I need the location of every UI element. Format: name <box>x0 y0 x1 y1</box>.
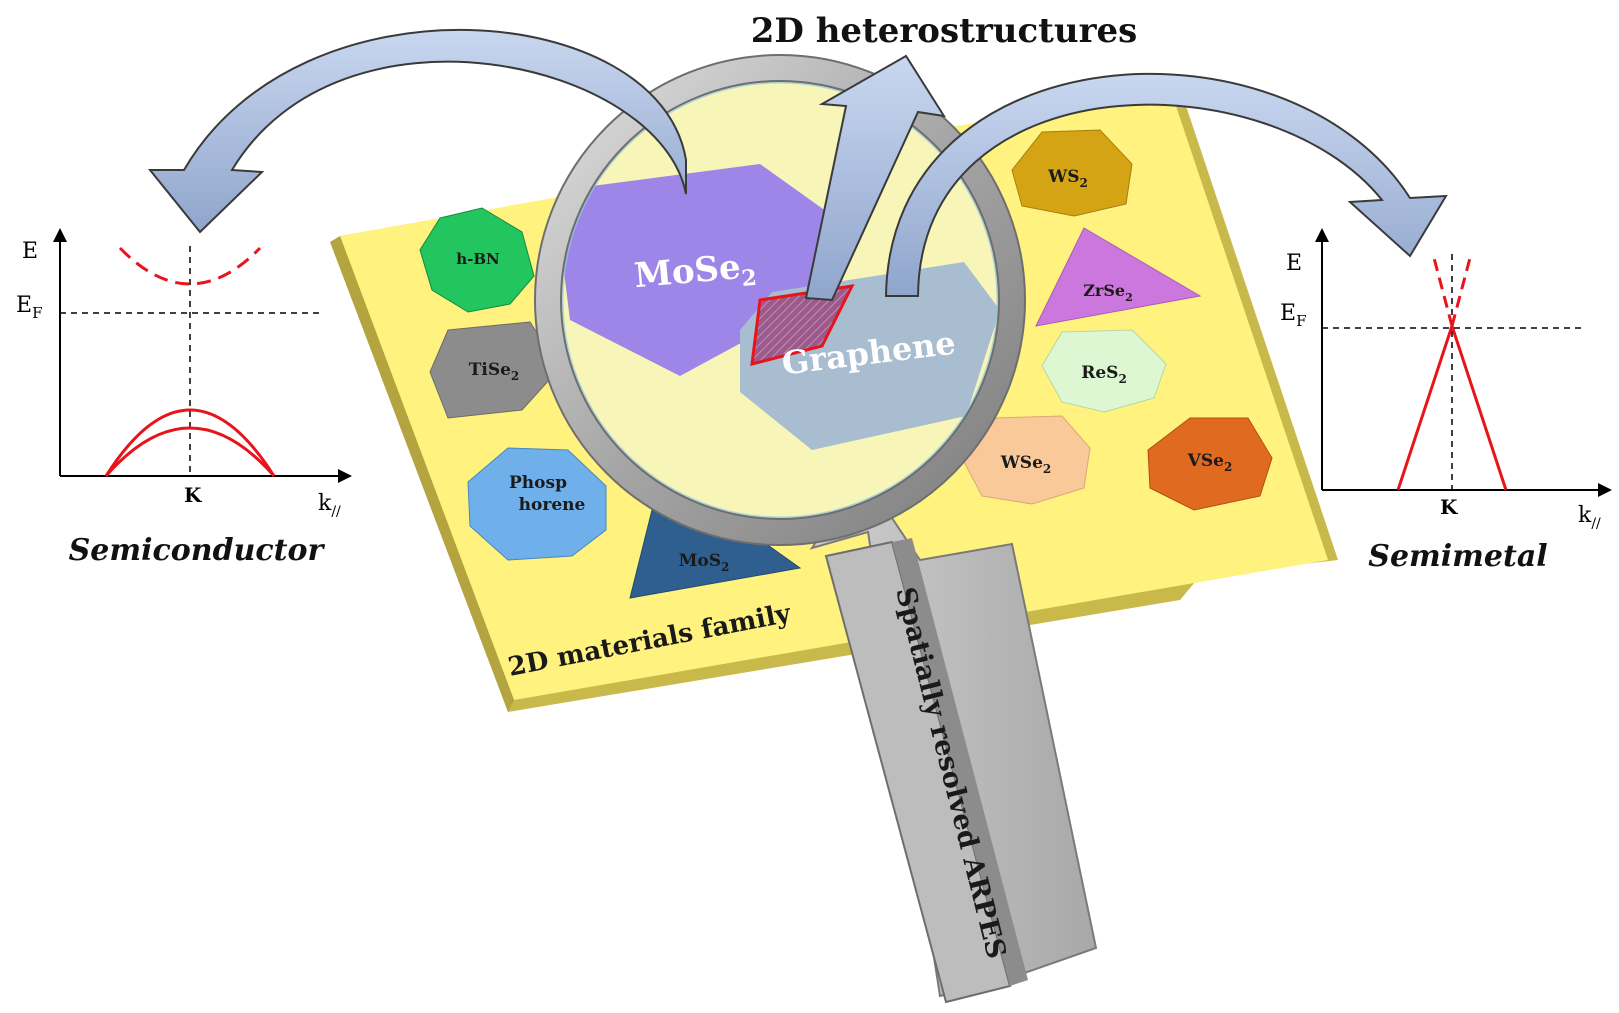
flake-vse2: VSe2 <box>1147 417 1273 511</box>
k-point-label: K <box>1440 495 1458 519</box>
fermi-label: EF <box>1280 301 1306 330</box>
dirac-cone-left <box>1396 325 1454 491</box>
y-axis-arrowhead <box>53 228 67 242</box>
label-hbn: h-BN <box>456 250 500 268</box>
magnifier-handle: Spatially resolved ARPES <box>809 498 1098 1004</box>
label-phosphorene-1: Phosp <box>509 473 567 493</box>
arrow-to-semimetal <box>884 72 1448 297</box>
dirac-cone-right-dashed <box>1450 257 1472 327</box>
x-axis-arrowhead <box>338 469 352 483</box>
y-axis-label: E <box>1286 251 1302 276</box>
caption-semiconductor: Semiconductor <box>69 533 326 568</box>
label-mose2: MoSe2 <box>633 246 758 301</box>
y-axis-arrowhead <box>1315 228 1329 242</box>
x-axis-label: k// <box>1578 503 1601 532</box>
magnifier-lens: MoSe2 Graphene <box>560 80 1000 520</box>
label-zrse2: ZrSe2 <box>1083 281 1133 304</box>
flake-res2: ReS2 <box>1041 329 1167 413</box>
band-diagram-semiconductor: E EF K k// Semiconductor <box>16 228 352 568</box>
valence-band-upper <box>104 408 276 477</box>
label-phosphorene-2: horene <box>519 495 586 515</box>
flake-wse2: WSe2 <box>961 415 1091 505</box>
x-axis-label: k// <box>318 491 341 520</box>
flake-tise2: TiSe2 <box>429 321 561 419</box>
flake-zrse2: ZrSe2 <box>1035 227 1202 327</box>
flake-phosphorene: Phosp horene <box>467 447 607 561</box>
arrow-to-semiconductor <box>147 29 687 234</box>
dirac-cone-right <box>1450 325 1508 491</box>
valence-band-lower <box>104 426 276 477</box>
label-tise2: TiSe2 <box>469 360 520 383</box>
x-axis-arrowhead <box>1598 483 1612 497</box>
conduction-band <box>118 246 262 286</box>
flake-ws2: WS2 <box>1011 129 1133 217</box>
label-res2: ReS2 <box>1081 363 1127 386</box>
dirac-cone-left-dashed <box>1432 257 1454 327</box>
caption-semimetal: Semimetal <box>1368 539 1547 574</box>
label-wse2: WSe2 <box>1000 453 1052 476</box>
arrow-heterostructures <box>804 54 947 302</box>
label-mos2: MoS2 <box>679 551 730 574</box>
k-point-label: K <box>184 483 202 507</box>
flake-hbn: h-BN <box>419 207 535 313</box>
magnifier-ring <box>534 54 1026 546</box>
label-ws2: WS2 <box>1047 167 1088 190</box>
label-vse2: VSe2 <box>1187 451 1233 474</box>
title-heterostructures: 2D heterostructures <box>751 11 1138 51</box>
y-axis-label: E <box>22 239 38 264</box>
band-diagram-semimetal: E EF K k// Semimetal <box>1280 228 1612 574</box>
fermi-label: EF <box>16 293 42 322</box>
